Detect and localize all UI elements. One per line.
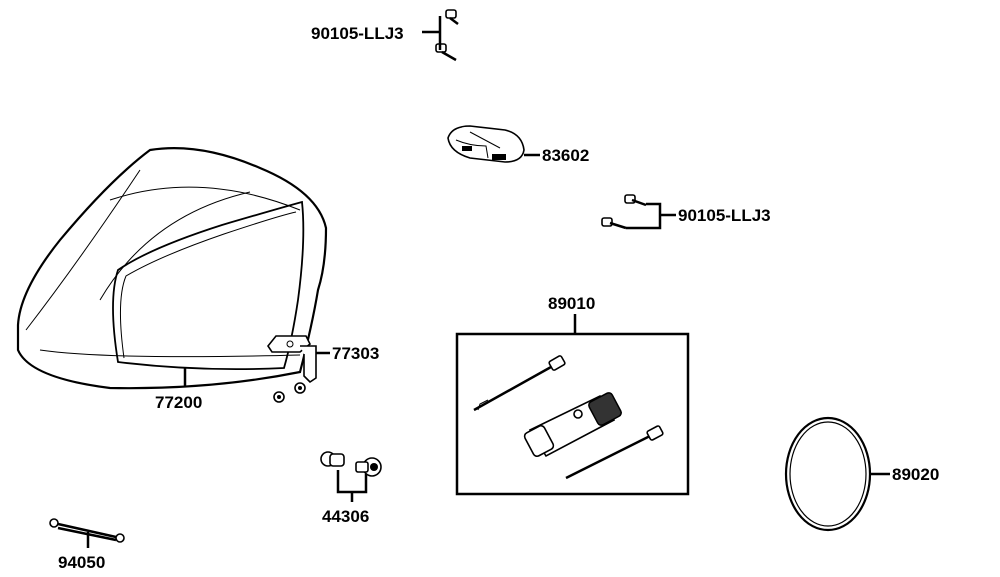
tool-kit-icon: [473, 355, 664, 480]
callout-bolt-mid: 90105-LLJ3: [678, 206, 771, 225]
seat-icon: [16, 147, 328, 390]
hinge-icon: [267, 335, 317, 403]
callout-band: 89020: [892, 465, 939, 484]
tool-kit-frame: [455, 332, 690, 496]
bushing-icon: [320, 451, 382, 477]
callout-bolt-top: 90105-LLJ3: [311, 24, 404, 43]
leader-line: [626, 202, 676, 230]
callout-tool-kit: 89010: [548, 294, 595, 313]
callout-hinge: 77303: [332, 344, 379, 363]
leader-line: [422, 16, 442, 50]
callout-strap: 94050: [58, 553, 105, 572]
callout-cover: 83602: [542, 146, 589, 165]
bolt-icon: [601, 194, 647, 230]
leader-line: [336, 470, 368, 502]
band-icon: [784, 416, 872, 532]
callout-seat: 77200: [155, 393, 202, 412]
callout-bushing: 44306: [322, 507, 369, 526]
cover-icon: [447, 125, 525, 163]
